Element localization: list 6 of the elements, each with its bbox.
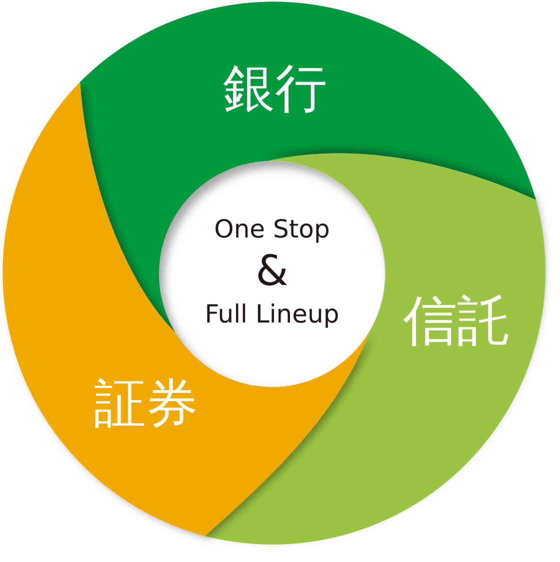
center-text: Full Lineup <box>204 302 340 326</box>
segment-label: 信託 <box>403 294 511 348</box>
segment-label: 証券 <box>94 378 198 430</box>
center-text: & <box>256 250 288 292</box>
segment-label: 銀行 <box>223 63 327 115</box>
center-text: One Stop <box>214 216 330 242</box>
